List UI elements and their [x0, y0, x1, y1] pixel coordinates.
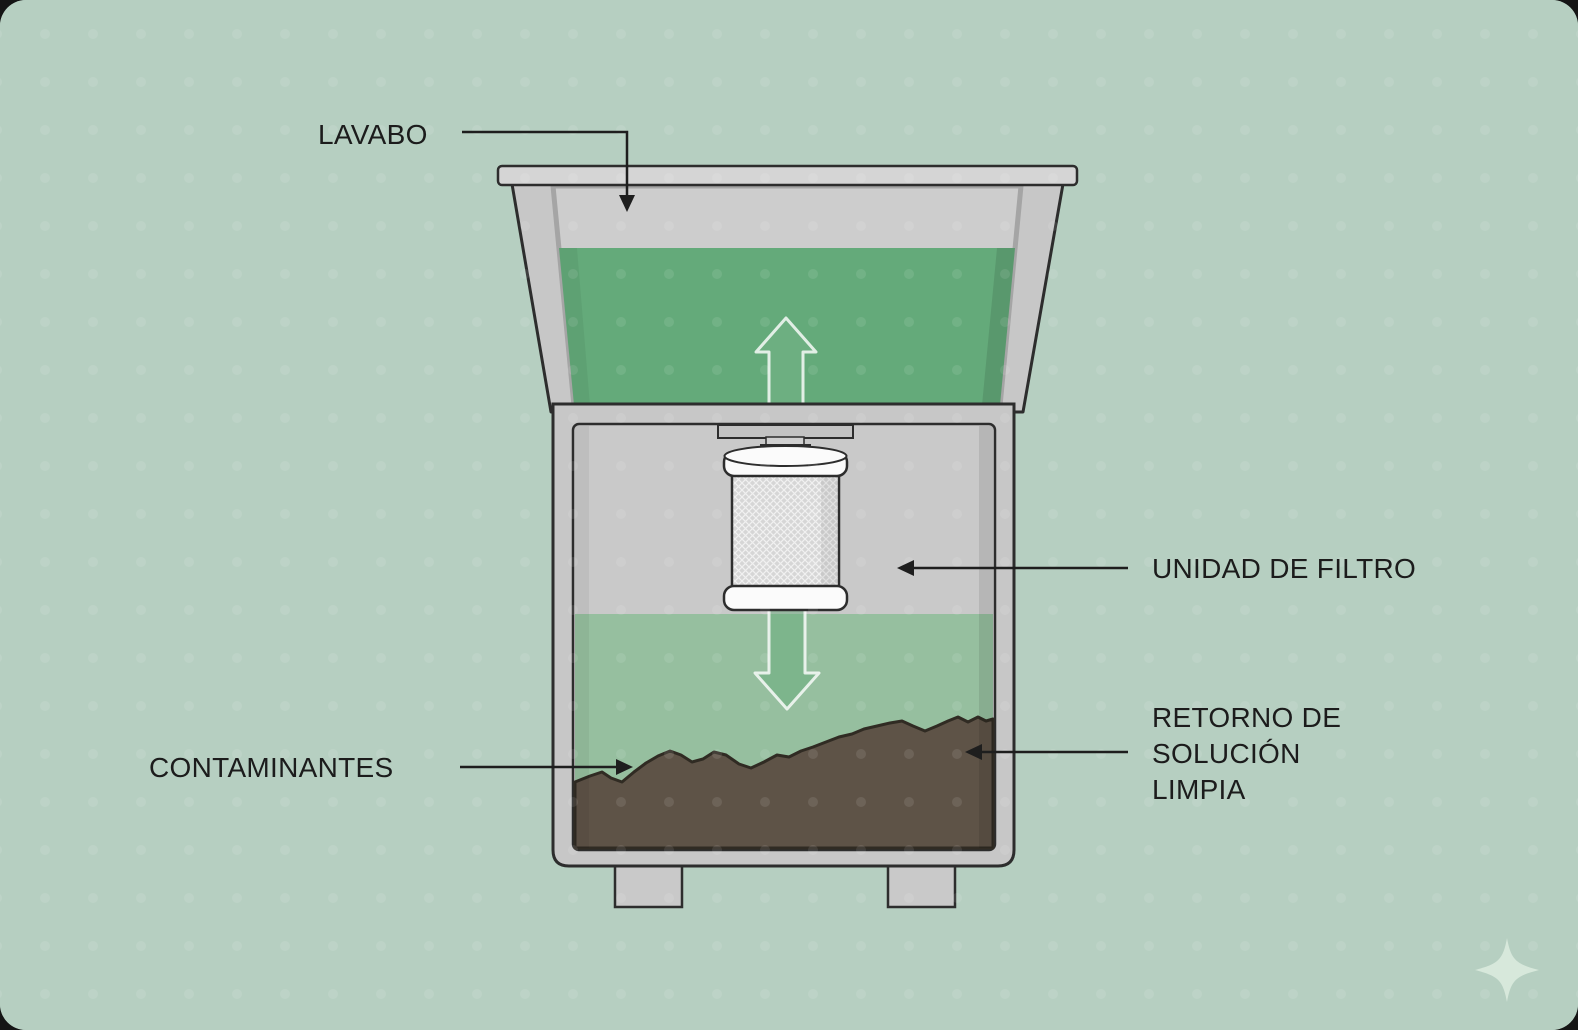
contaminants-arrowhead	[616, 759, 633, 775]
label-lavabo: LAVABO	[318, 119, 428, 150]
label-contaminants: CONTAMINANTES	[149, 752, 394, 783]
label-clean-return: RETORNO DE SOLUCIÓN LIMPIA	[1152, 700, 1341, 808]
sparkle-icon	[1475, 938, 1539, 1002]
label-clean-return-line3: LIMPIA	[1152, 774, 1246, 805]
lavabo-pointer-line	[462, 130, 629, 198]
clean-return-arrowhead	[965, 744, 982, 760]
annotation-lines	[460, 130, 1128, 775]
filter-unit-arrowhead	[897, 560, 914, 576]
lavabo-arrowhead	[619, 195, 635, 212]
label-clean-return-line2: SOLUCIÓN	[1152, 738, 1301, 769]
label-clean-return-line1: RETORNO DE	[1152, 702, 1342, 733]
label-filter-unit: UNIDAD DE FILTRO	[1152, 553, 1417, 584]
